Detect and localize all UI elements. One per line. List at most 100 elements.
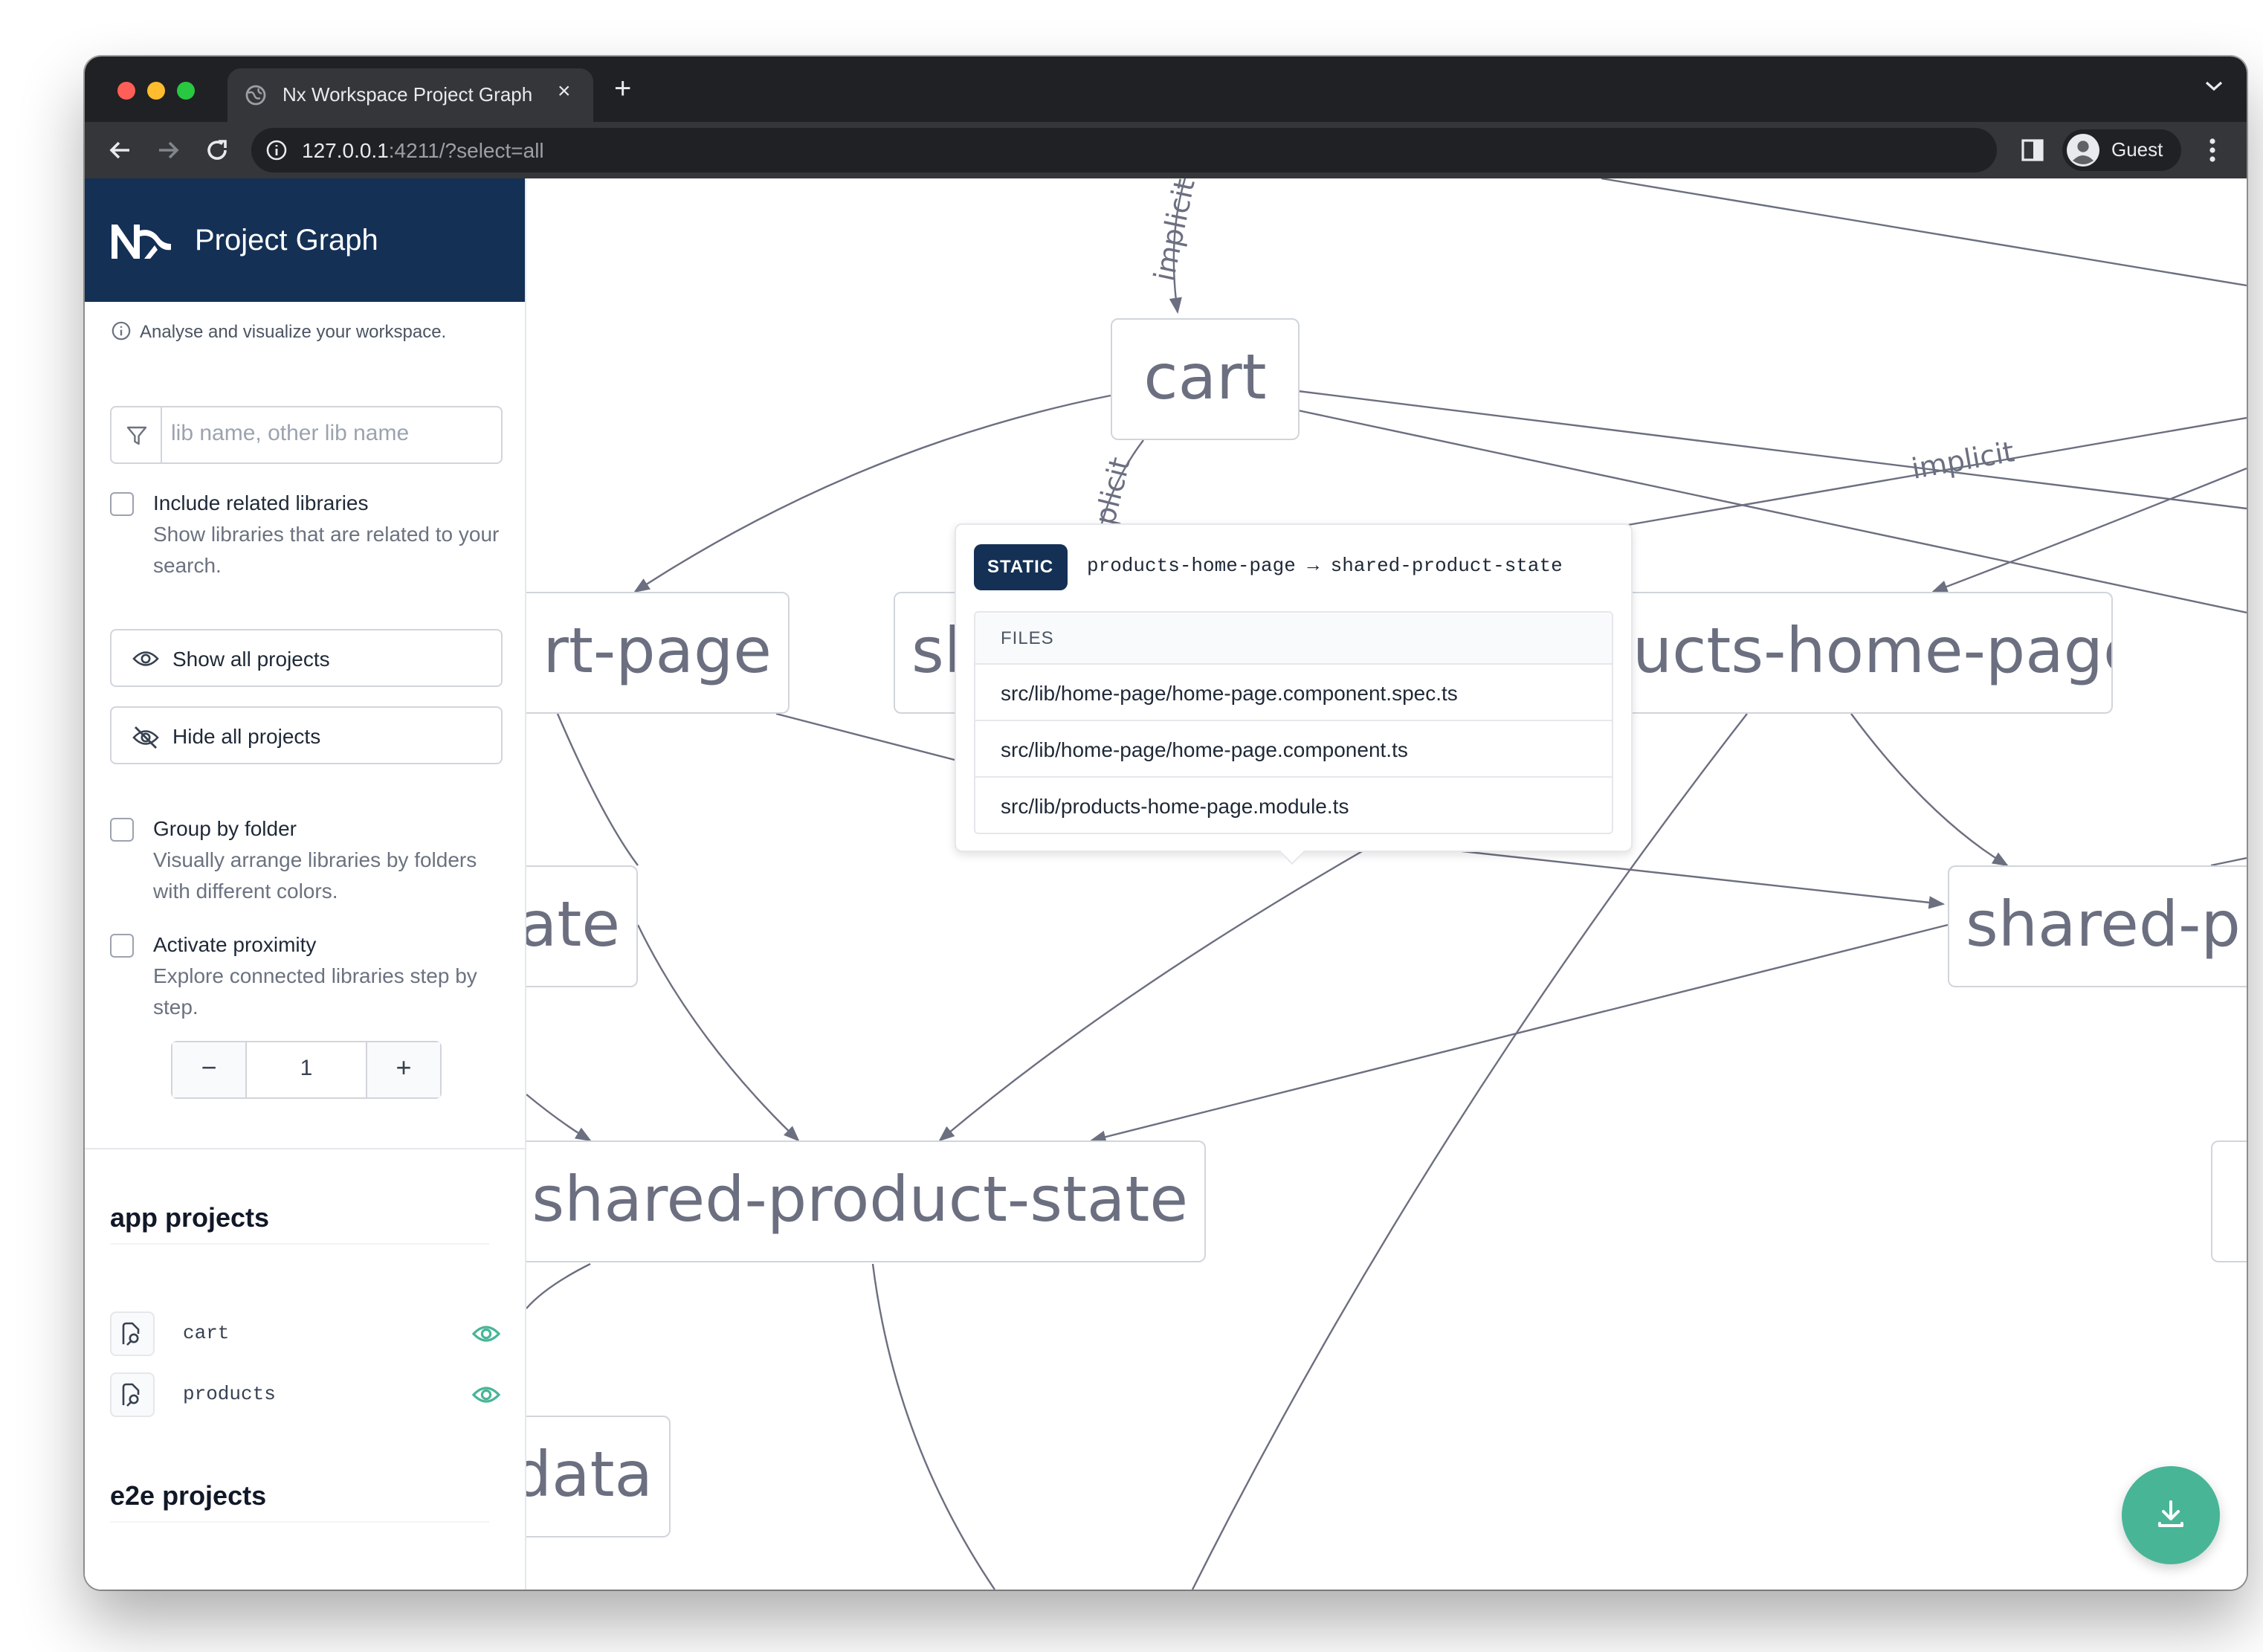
edge-products-home-to-shared-state[interactable] bbox=[938, 849, 1364, 1142]
more-menu-icon[interactable] bbox=[2208, 137, 2217, 164]
include-related-label: Include related libraries bbox=[153, 491, 369, 514]
edge-top-right[interactable] bbox=[1601, 178, 2247, 287]
project-icon bbox=[122, 1322, 140, 1346]
edge-products-home-down[interactable] bbox=[1191, 713, 1748, 1590]
edge-cart-right-2[interactable] bbox=[1297, 409, 2247, 614]
project-name: cart bbox=[183, 1322, 230, 1344]
site-info-icon[interactable] bbox=[266, 140, 287, 161]
edge-shared-state-down[interactable] bbox=[871, 1263, 995, 1590]
info-line: Analyse and visualize your workspace. bbox=[112, 321, 446, 342]
filter-icon bbox=[126, 426, 147, 445]
tab-close-button[interactable]: × bbox=[558, 79, 571, 104]
edge-implicit-into-cart[interactable] bbox=[1169, 178, 1187, 314]
forward-arrow-icon[interactable] bbox=[153, 135, 183, 165]
node-shared-state-partial[interactable]: ate bbox=[462, 865, 638, 987]
browser-window: Nx Workspace Project Graph × + bbox=[85, 57, 2247, 1590]
edge-label-implicit-mid: plicit bbox=[1088, 454, 1137, 529]
edge-shared-state-to-data[interactable] bbox=[526, 1262, 591, 1309]
avatar-icon bbox=[2067, 134, 2099, 167]
edge-tooltip-to-shared-p[interactable] bbox=[1455, 849, 1946, 909]
info-circle-icon bbox=[112, 321, 131, 341]
side-panel-icon[interactable] bbox=[2021, 138, 2044, 162]
node-right-edge-stub[interactable] bbox=[2211, 1140, 2247, 1262]
eye-off-icon bbox=[132, 726, 159, 749]
stepper-value[interactable]: 1 bbox=[300, 1056, 313, 1081]
maximize-window-button[interactable] bbox=[177, 82, 195, 100]
close-window-button[interactable] bbox=[117, 82, 135, 100]
dependency-type-badge: STATIC bbox=[974, 544, 1068, 590]
tab-strip: Nx Workspace Project Graph × + bbox=[85, 57, 2247, 122]
activate-proximity-description: Explore connected libraries step by step… bbox=[153, 964, 477, 1019]
chevron-down-icon[interactable] bbox=[2205, 80, 2223, 92]
edge-cart-to-cart-page[interactable] bbox=[633, 394, 1111, 593]
address-bar[interactable]: 127.0.0.1:4211/?select=all bbox=[251, 128, 1997, 172]
edge-cart-page-down[interactable] bbox=[556, 713, 639, 866]
proximity-stepper: − 1 + bbox=[171, 1041, 442, 1099]
reload-icon[interactable] bbox=[202, 135, 232, 165]
edge-left-to-shared-state[interactable] bbox=[526, 1094, 592, 1142]
edge-implicit-right[interactable] bbox=[1627, 416, 2247, 526]
sidebar-divider bbox=[85, 1148, 525, 1149]
filter-button[interactable] bbox=[112, 407, 162, 462]
node-products-home-page[interactable]: ucts-home-page bbox=[1616, 592, 2113, 714]
tooltip-edge-title: products-home-page → shared-product-stat… bbox=[1087, 555, 1563, 577]
browser-toolbar: 127.0.0.1:4211/?select=all Guest bbox=[85, 122, 2247, 178]
url-text: 127.0.0.1:4211/?select=all bbox=[302, 138, 544, 162]
project-icon[interactable] bbox=[110, 1311, 155, 1356]
node-shared-p[interactable]: shared-p bbox=[1948, 865, 2247, 987]
include-related-checkbox[interactable] bbox=[110, 492, 134, 516]
activate-proximity-label: Activate proximity bbox=[153, 932, 317, 956]
edge-cart-right-1[interactable] bbox=[1297, 390, 2247, 510]
project-icon bbox=[122, 1383, 140, 1407]
new-tab-button[interactable]: + bbox=[614, 73, 632, 106]
project-name: products bbox=[183, 1383, 276, 1405]
brand-header: Project Graph bbox=[85, 178, 525, 302]
activate-proximity-checkbox[interactable] bbox=[110, 934, 134, 958]
eye-icon[interactable] bbox=[471, 1383, 501, 1407]
node-shared-product-state[interactable]: shared-product-state bbox=[462, 1140, 1206, 1262]
show-all-projects-label: Show all projects bbox=[172, 647, 330, 671]
app-projects-heading: app projects bbox=[110, 1203, 489, 1245]
globe-icon bbox=[245, 85, 266, 106]
file-row: src/lib/home-page/home-page.component.sp… bbox=[975, 663, 1612, 720]
e2e-projects-heading: e2e projects bbox=[110, 1481, 489, 1523]
graph-edges: implicit plicit implicit bbox=[526, 178, 2247, 1590]
node-cart[interactable]: cart bbox=[1111, 318, 1300, 440]
group-by-folder-checkbox[interactable] bbox=[110, 818, 134, 842]
profile-button[interactable]: Guest bbox=[2062, 129, 2181, 171]
edge-ate-to-shared-state[interactable] bbox=[636, 924, 800, 1142]
edge-shared-p-to-shared-state[interactable] bbox=[1089, 923, 1949, 1143]
hide-all-projects-label: Hide all projects bbox=[172, 724, 321, 748]
edge-right-to-products-home[interactable] bbox=[1931, 467, 2247, 593]
project-row-products[interactable]: products bbox=[110, 1372, 503, 1417]
project-icon[interactable] bbox=[110, 1372, 155, 1417]
files-list: FILES src/lib/home-page/home-page.compon… bbox=[974, 611, 1613, 834]
back-arrow-icon[interactable] bbox=[106, 135, 135, 165]
file-row: src/lib/products-home-page.module.ts bbox=[975, 776, 1612, 833]
info-text: Analyse and visualize your workspace. bbox=[140, 321, 447, 342]
eye-icon[interactable] bbox=[471, 1322, 501, 1346]
show-all-projects-button[interactable]: Show all projects bbox=[110, 629, 503, 687]
hide-all-projects-button[interactable]: Hide all projects bbox=[110, 706, 503, 764]
increment-button[interactable]: + bbox=[366, 1042, 440, 1097]
edge-tooltip: STATIC products-home-page → shared-produ… bbox=[955, 523, 1633, 865]
minimize-window-button[interactable] bbox=[147, 82, 165, 100]
files-header: FILES bbox=[975, 613, 1612, 663]
edge-cart-page-to-tooltip[interactable] bbox=[775, 712, 955, 761]
edge-label-implicit-top: implicit bbox=[1148, 178, 1201, 284]
search-box bbox=[110, 406, 503, 464]
download-button[interactable] bbox=[2122, 1466, 2220, 1564]
eye-icon bbox=[132, 651, 159, 666]
include-related-description: Show libraries that are related to your … bbox=[153, 522, 500, 577]
edge-shared-p-right[interactable] bbox=[2210, 856, 2247, 867]
project-row-cart[interactable]: cart bbox=[110, 1311, 503, 1356]
nx-logo-icon bbox=[112, 225, 171, 259]
edge-products-home-to-shared-p[interactable] bbox=[1850, 713, 2009, 867]
sidebar: Project Graph Analyse and visualize your… bbox=[85, 178, 526, 1590]
search-input[interactable] bbox=[171, 421, 483, 446]
decrement-button[interactable]: − bbox=[172, 1042, 247, 1097]
page-content: implicit plicit implicit cart rt-page sl… bbox=[85, 178, 2247, 1590]
tab-project-graph[interactable]: Nx Workspace Project Graph × bbox=[227, 68, 593, 122]
profile-name: Guest bbox=[2111, 138, 2163, 161]
